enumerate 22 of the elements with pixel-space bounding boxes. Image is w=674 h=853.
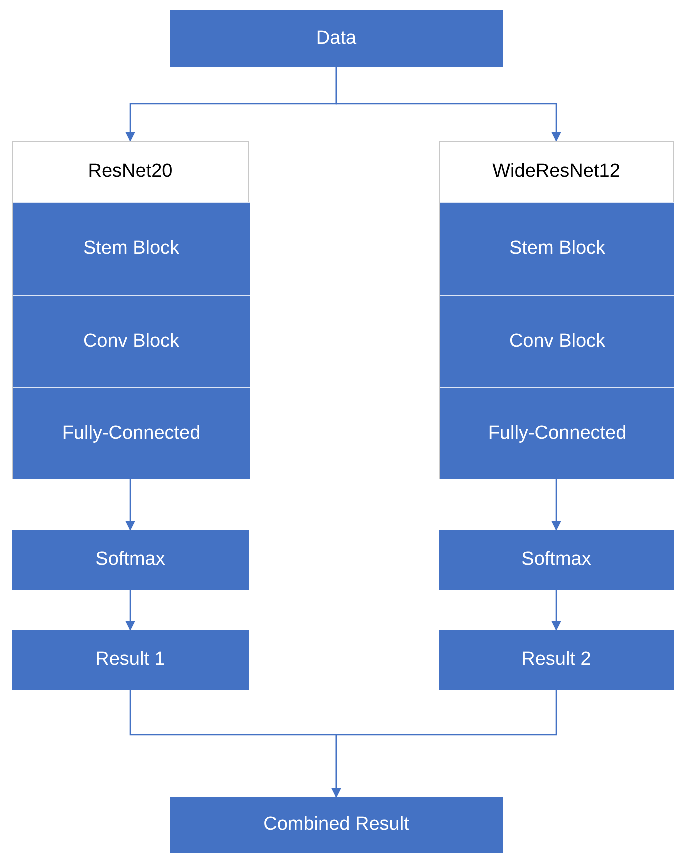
- process-box: Conv Block: [440, 295, 674, 387]
- process-box: Stem Block: [13, 202, 250, 295]
- arrow: [336, 67, 562, 142]
- arrow: [332, 690, 558, 798]
- process-box: Fully-Connected: [13, 387, 250, 479]
- network-group: [12, 141, 249, 479]
- arrow: [126, 590, 136, 631]
- process-box: Softmax: [12, 530, 249, 590]
- network-title: WideResNet12: [492, 160, 622, 184]
- arrow: [126, 478, 136, 531]
- arrow: [552, 590, 562, 631]
- network-title: ResNet20: [87, 160, 174, 184]
- process-box: Fully-Connected: [440, 387, 674, 479]
- process-box: Result 2: [439, 630, 674, 690]
- process-box: Softmax: [439, 530, 674, 590]
- process-box: Stem Block: [440, 202, 674, 295]
- process-box: Result 1: [12, 630, 249, 690]
- arrow: [552, 478, 562, 531]
- network-group: [439, 141, 674, 479]
- process-box: Combined Result: [170, 797, 503, 853]
- process-box: Conv Block: [13, 295, 250, 387]
- process-box: Data: [170, 10, 503, 67]
